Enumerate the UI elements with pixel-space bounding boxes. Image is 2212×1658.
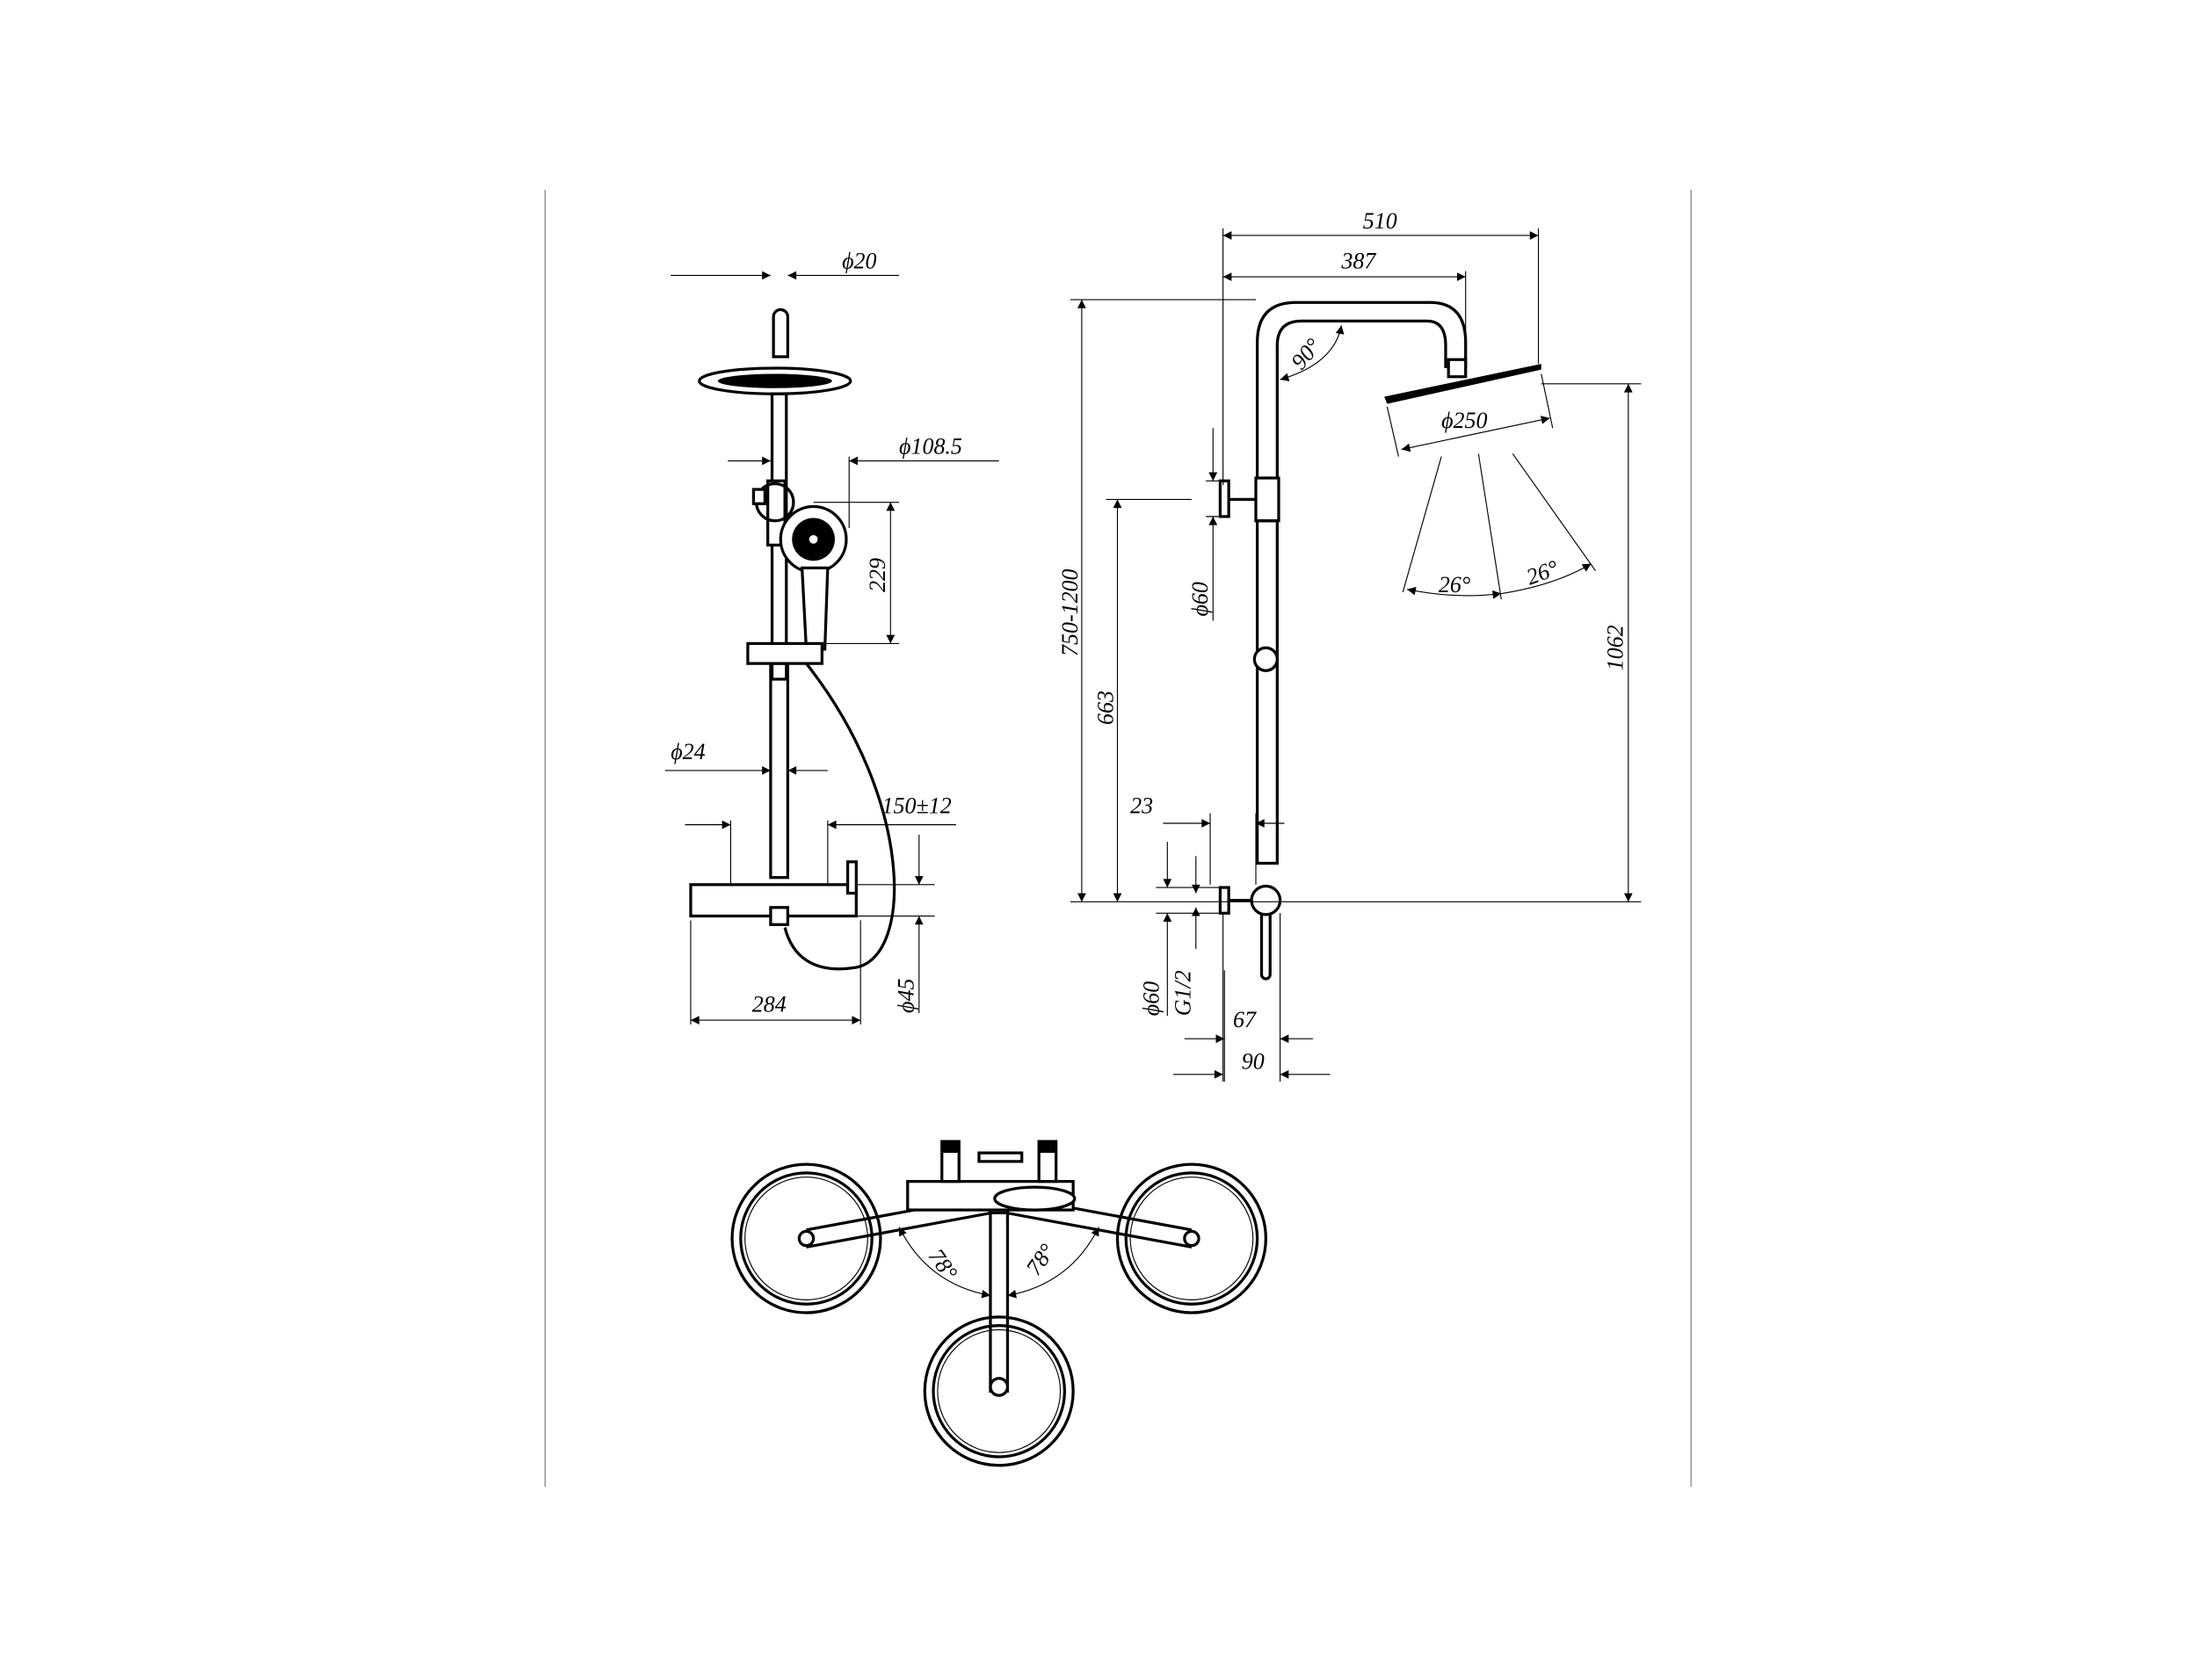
dim-750-1200: 750-1200 [1057, 568, 1083, 656]
side-view: 510 387 90° ϕ250 26° 26° 750-1200 1062 6… [1057, 208, 1642, 1082]
dim-284: 284 [752, 991, 787, 1017]
dim-90-deg: 90° [1286, 334, 1326, 374]
dim-663: 663 [1093, 691, 1119, 725]
dim-23: 23 [1130, 793, 1153, 819]
dim-1062: 1062 [1602, 625, 1628, 670]
dim-dia-24: ϕ24 [671, 739, 705, 764]
dim-78-deg-left: 78° [924, 1244, 963, 1285]
dim-dia-250: ϕ250 [1441, 408, 1487, 433]
dim-90: 90 [1242, 1048, 1265, 1074]
dim-387: 387 [1340, 248, 1376, 273]
dim-26-deg-left: 26° [1439, 572, 1470, 597]
dim-dia-60-escutcheon: ϕ60 [1139, 981, 1164, 1016]
front-view: ϕ20 ϕ108.5 229 ϕ24 150±12 284 ϕ45 [664, 248, 999, 1024]
dim-78-deg-right: 78° [1021, 1239, 1061, 1279]
dim-150-12: 150±12 [882, 793, 952, 819]
dim-67: 67 [1233, 1007, 1257, 1032]
dim-dia-45: ϕ45 [893, 979, 918, 1013]
dim-dia-60-bracket: ϕ60 [1187, 582, 1213, 616]
top-view: 78° 78° [730, 1140, 1267, 1467]
dim-dia-108-5: ϕ108.5 [899, 433, 962, 459]
dim-dia-20: ϕ20 [842, 248, 876, 273]
dim-510: 510 [1363, 208, 1397, 234]
dim-g1-2: G1/2 [1170, 970, 1195, 1016]
dim-26-deg-right: 26° [1523, 555, 1562, 590]
dim-229: 229 [865, 558, 890, 592]
